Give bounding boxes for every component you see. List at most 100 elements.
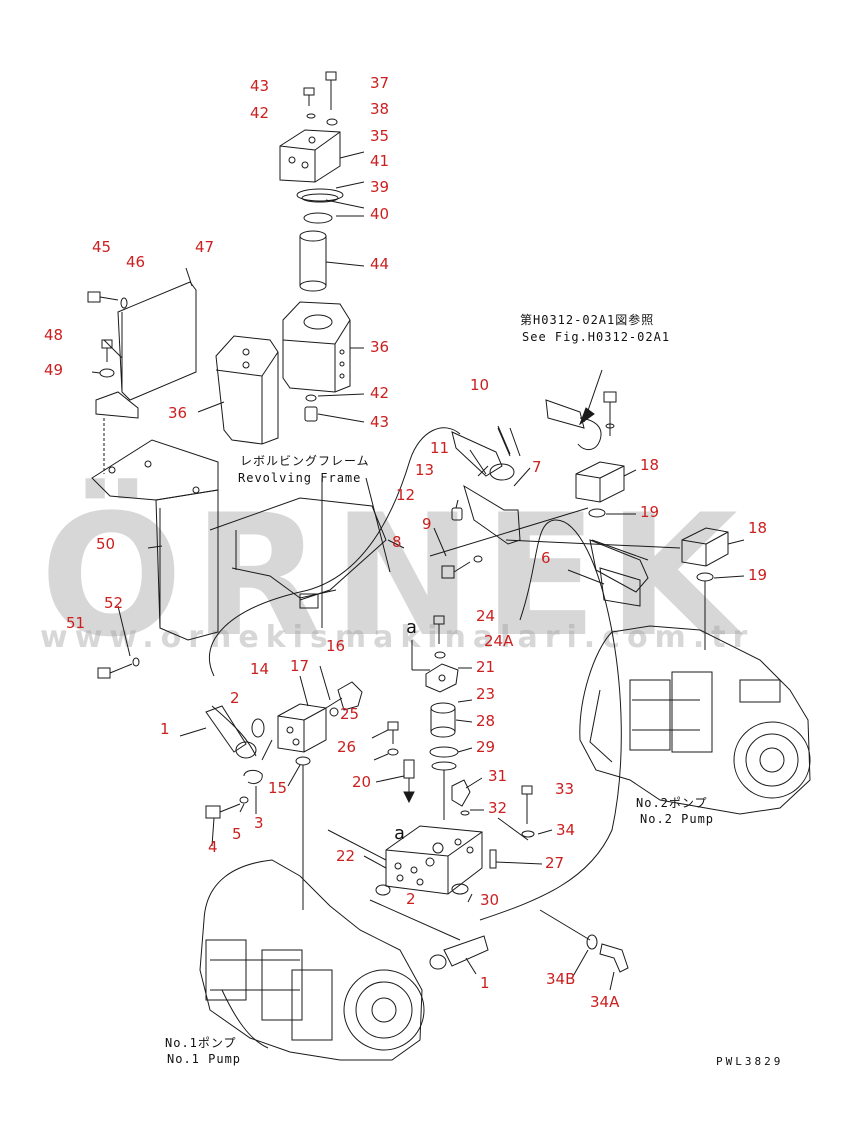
callout-52: 52	[104, 594, 124, 612]
spool-44	[299, 230, 327, 292]
oring-2-upper	[251, 718, 265, 738]
callout-36-left: 36	[168, 404, 188, 422]
callout-13: 13	[415, 461, 435, 479]
leader-lines	[91, 151, 745, 991]
callout-4: 4	[208, 838, 218, 856]
fitting-20	[403, 759, 415, 779]
plug-43-low	[304, 406, 318, 422]
oring-25	[329, 707, 339, 717]
washer-52	[132, 657, 140, 667]
callout-48: 48	[44, 326, 64, 344]
bolt-26	[387, 721, 399, 744]
block-18-lower	[681, 527, 729, 567]
block-14	[277, 703, 327, 753]
callout-39: 39	[370, 178, 390, 196]
callout-42-top: 42	[250, 104, 270, 122]
arrow-a-top-label: a	[406, 617, 418, 638]
block-18-upper	[575, 461, 625, 503]
assembly-line-30	[369, 899, 461, 941]
pump2-label-jp: No.2ポンプ	[636, 796, 708, 810]
callout-31: 31	[488, 767, 508, 785]
bolt-48	[101, 339, 113, 362]
valve-body-36-left	[215, 335, 279, 445]
callout-41: 41	[370, 152, 390, 170]
callout-1-lower: 1	[480, 974, 490, 992]
callout-10: 10	[470, 376, 490, 394]
callout-43-low: 43	[370, 413, 390, 431]
hose-ref-fitting	[545, 391, 617, 450]
line-6-18	[505, 539, 681, 549]
bracket-47	[95, 281, 197, 419]
valve-23	[430, 702, 456, 738]
callout-34B: 34B	[546, 970, 576, 988]
callout-5: 5	[232, 825, 242, 843]
pump2-label-en: No.2 Pump	[640, 812, 715, 826]
pump1-label-en: No.1 Pump	[167, 1052, 242, 1066]
drawing-code: PWL3829	[716, 1055, 784, 1068]
callout-19-lower: 19	[748, 566, 768, 584]
callout-27: 27	[545, 854, 565, 872]
fitting-31	[451, 779, 471, 807]
arrow-a-bottom-label: a	[394, 823, 406, 844]
callout-16: 16	[326, 637, 346, 655]
washer-42-low	[305, 394, 317, 402]
callout-24A: 24A	[484, 632, 514, 650]
callout-15: 15	[268, 779, 288, 797]
callout-9: 9	[422, 515, 432, 533]
callout-36-right: 36	[370, 338, 390, 356]
callout-24: 24	[476, 607, 496, 625]
callout-12: 12	[396, 486, 416, 504]
hose-end-1-lower	[429, 935, 489, 970]
callout-49: 49	[44, 361, 64, 379]
washer-38	[326, 118, 338, 126]
bolt-9	[441, 561, 471, 579]
oring-40	[303, 212, 333, 224]
callout-37: 37	[370, 74, 390, 92]
washer-49	[99, 368, 115, 378]
callout-34: 34	[556, 821, 576, 839]
callout-2-lower: 2	[406, 890, 416, 908]
callout-11: 11	[430, 439, 450, 457]
pump-no2	[579, 625, 811, 815]
oring-30	[451, 883, 469, 895]
callout-21: 21	[476, 658, 496, 676]
callout-8: 8	[392, 533, 402, 551]
callout-32: 32	[488, 799, 508, 817]
washer-46	[120, 297, 128, 309]
seal-28	[429, 746, 459, 758]
seal-39	[296, 188, 344, 202]
callout-33: 33	[555, 780, 575, 798]
arrow-a-bottom-head	[403, 791, 415, 804]
assembly-line-32	[497, 817, 529, 841]
oring-29	[431, 761, 457, 771]
oring-32	[460, 810, 470, 816]
seal-41-inner	[301, 193, 339, 203]
callout-26: 26	[337, 738, 357, 756]
callout-23: 23	[476, 685, 496, 703]
washer-34	[521, 830, 535, 838]
callout-43-top: 43	[250, 77, 270, 95]
oring-19-lower	[696, 572, 714, 582]
washer-5	[239, 796, 249, 804]
frame-label-jp: レボルビングフレーム	[240, 454, 370, 468]
callout-35: 35	[370, 127, 390, 145]
bolt-37	[325, 71, 337, 110]
hose-main-right	[479, 519, 622, 921]
bracket-50	[91, 439, 219, 641]
oring-19-upper	[588, 508, 606, 518]
callout-30: 30	[480, 891, 500, 909]
washer-42-top	[306, 113, 316, 119]
callout-28: 28	[476, 712, 496, 730]
washer-24A	[434, 651, 446, 659]
pin-27	[489, 849, 497, 869]
line-7-18	[429, 507, 589, 557]
hose-end-6	[589, 539, 649, 607]
washer-26	[387, 748, 399, 756]
callout-45: 45	[92, 238, 112, 256]
elbow-34A	[599, 943, 629, 973]
callout-40: 40	[370, 205, 390, 223]
ref-note-jp: 第H0312-02A1図参照	[520, 313, 655, 327]
oring-2-lower	[375, 884, 391, 896]
